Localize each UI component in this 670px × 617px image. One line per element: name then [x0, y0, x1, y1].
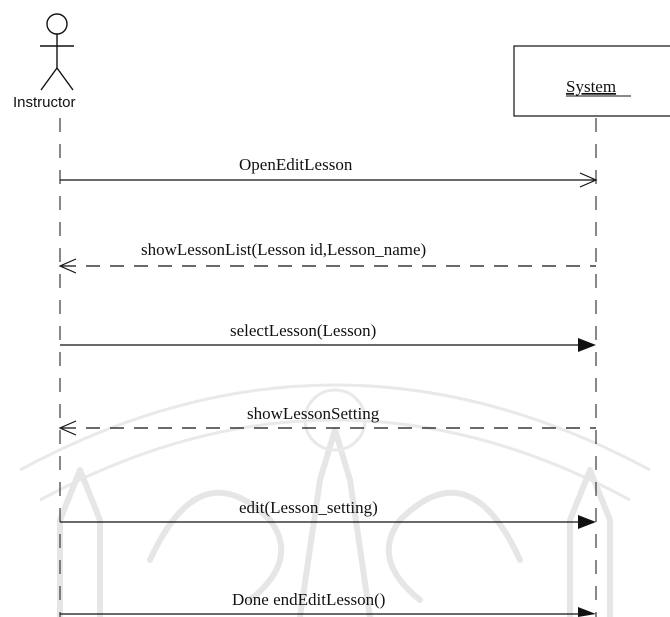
system-box — [513, 45, 670, 117]
message-label: selectLesson(Lesson) — [230, 321, 376, 340]
open-arrowhead-icon — [579, 172, 598, 188]
watermark-emblem — [19, 383, 651, 617]
system-object: System — [513, 45, 670, 117]
message-label: showLessonList(Lesson id,Lesson_name) — [141, 240, 426, 259]
message-label: showLessonSetting — [247, 404, 380, 423]
message-label: OpenEditLesson — [239, 155, 353, 174]
message-6: Done endEditLesson() — [60, 590, 596, 617]
filled-arrowhead-icon — [578, 515, 596, 529]
message-5: edit(Lesson_setting) — [60, 498, 596, 529]
open-arrowhead-icon — [58, 420, 77, 436]
actor-label: Instructor — [13, 94, 76, 111]
filled-arrowhead-icon — [578, 607, 596, 617]
message-4: showLessonSetting — [58, 404, 596, 436]
open-arrowhead-icon — [58, 258, 77, 274]
stick-figure-icon — [40, 13, 74, 91]
message-3: selectLesson(Lesson) — [60, 321, 596, 352]
system-label: System — [566, 77, 616, 96]
filled-arrowhead-icon — [578, 338, 596, 352]
message-1: OpenEditLesson — [60, 155, 598, 188]
message-2: showLessonList(Lesson id,Lesson_name) — [58, 240, 596, 274]
actor-instructor: Instructor — [13, 13, 76, 111]
message-label: Done endEditLesson() — [232, 590, 385, 609]
message-label: edit(Lesson_setting) — [239, 498, 378, 517]
